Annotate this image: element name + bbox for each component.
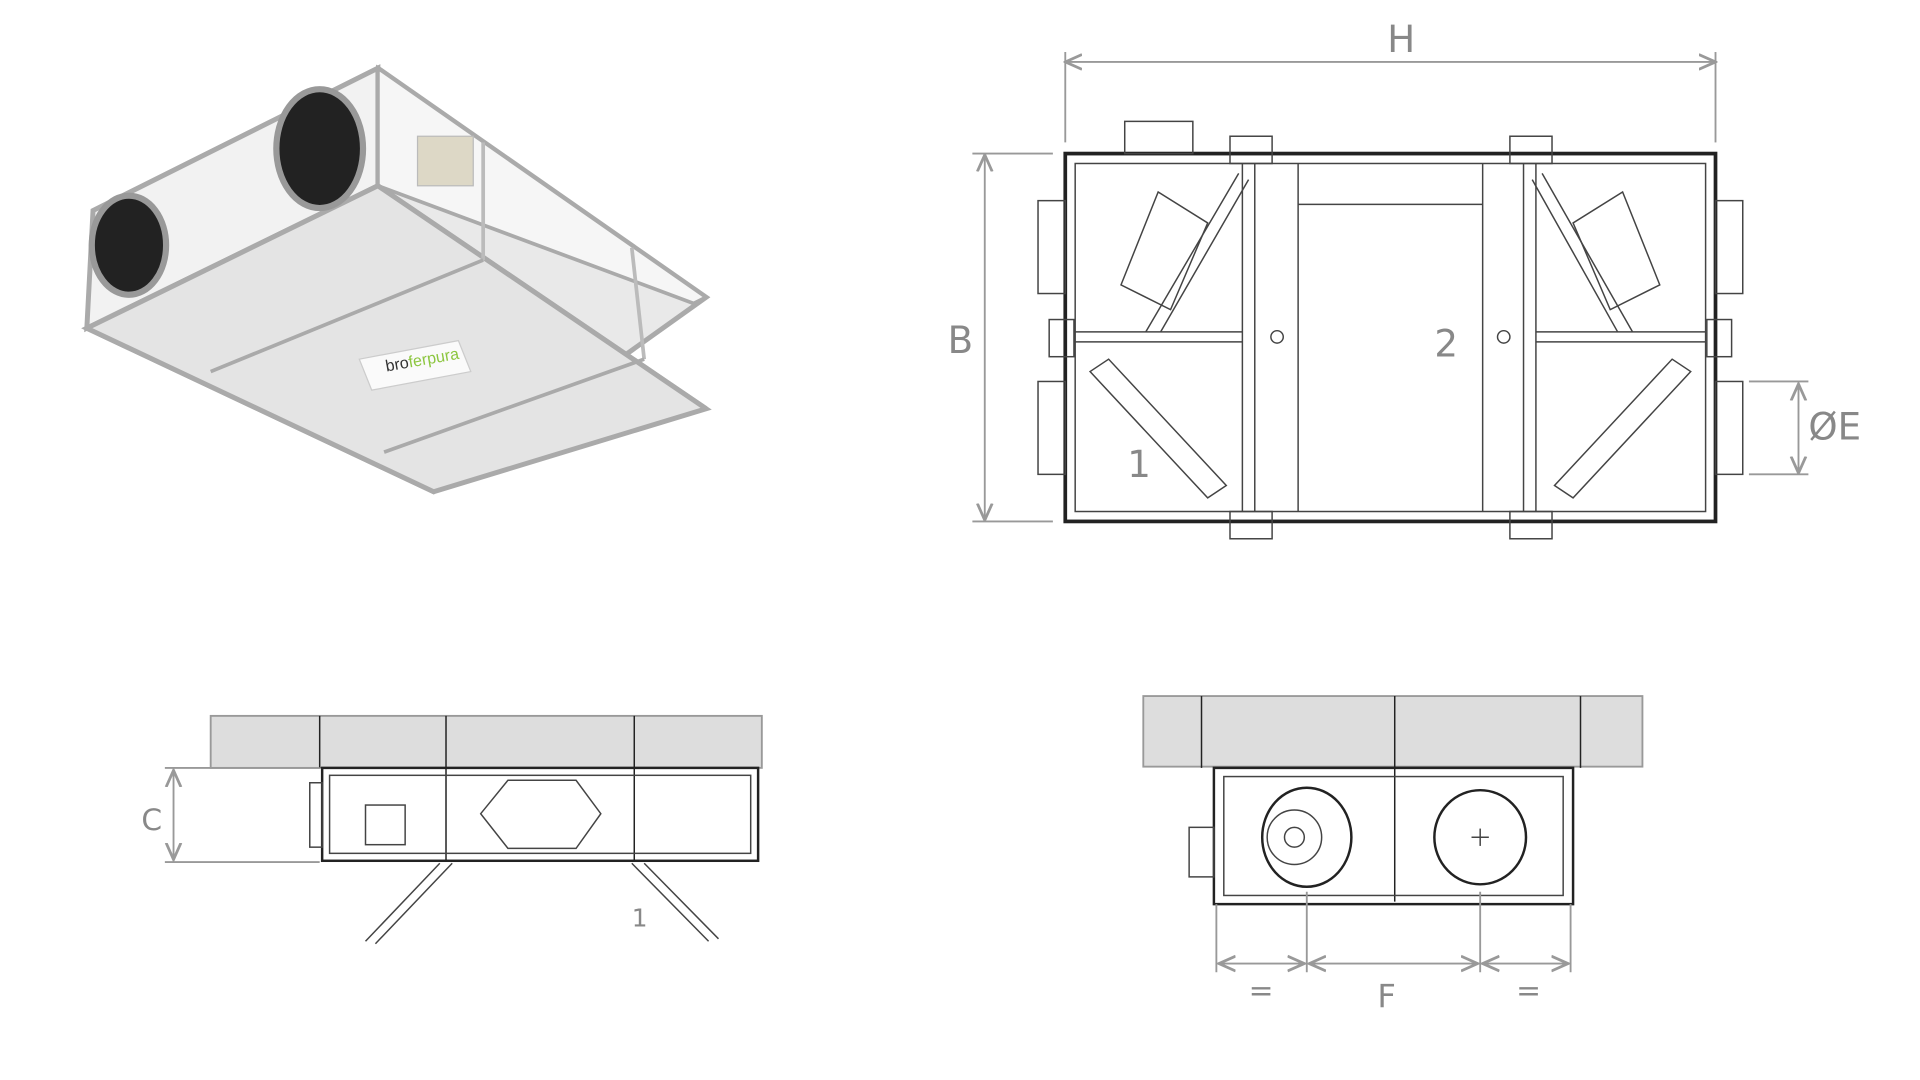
dimension-f-label: F — [1377, 977, 1396, 1015]
product-photo: broferpura — [81, 64, 712, 495]
zone-1-label: 1 — [1127, 443, 1151, 486]
equal-right-label: = — [1516, 974, 1541, 1009]
duct-outlet-icon — [273, 86, 367, 212]
dimension-b-label: B — [948, 319, 973, 362]
dimension-e-label: ØE — [1808, 406, 1861, 449]
equal-left-label: = — [1249, 974, 1274, 1009]
dimension-c-label: C — [141, 803, 162, 838]
zone-2-label: 2 — [1434, 323, 1458, 366]
dimension-h-label: H — [1387, 18, 1415, 61]
top-view-drawing: H B 2 1 ØE — [948, 18, 1861, 540]
brand-logo: broferpura — [358, 339, 472, 391]
front-view-drawing: = F = — [1142, 695, 1644, 1015]
side-view-drawing: C 1 — [141, 714, 763, 945]
duct-outlet-icon — [88, 192, 170, 298]
bracket-1-label: 1 — [632, 903, 648, 932]
